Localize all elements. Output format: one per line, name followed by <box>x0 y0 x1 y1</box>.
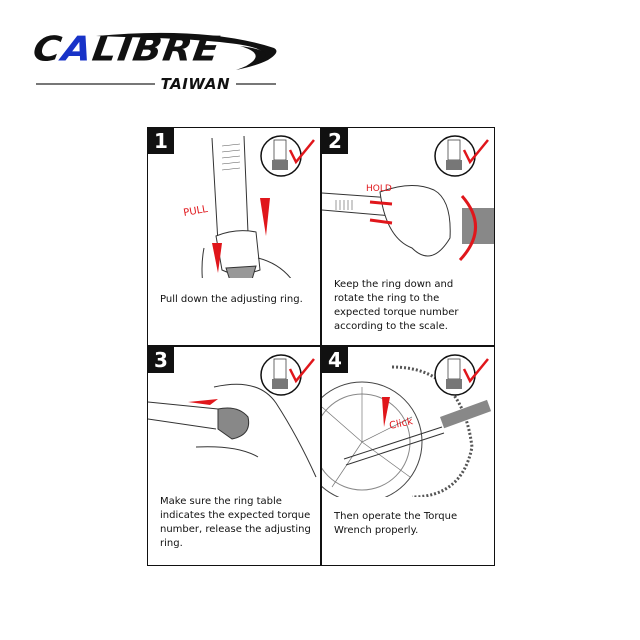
divider <box>148 345 494 347</box>
logo-swoosh-icon <box>96 32 277 70</box>
calibre-logo: CALIBRE TAIWAN <box>31 29 286 93</box>
release-ring-illustration-icon <box>148 354 317 478</box>
step-number: 1 <box>148 128 174 154</box>
divider <box>320 128 322 565</box>
instruction-grid: 1 PULL Pull down the adjusting ring. 2 <box>147 127 495 566</box>
step-4-panel: 4 Click Then operate the Torque Wrench p… <box>322 347 494 564</box>
svg-text:HOLD: HOLD <box>366 184 392 194</box>
divider <box>36 83 155 85</box>
hold-rotate-illustration-icon: HOLD <box>322 135 494 262</box>
operate-wrench-illustration-icon: Click <box>322 354 492 497</box>
logo-tagline: TAIWAN <box>36 74 276 94</box>
logo-subtitle: TAIWAN <box>160 75 230 93</box>
step-number: 4 <box>322 347 348 373</box>
divider <box>236 83 276 85</box>
step-number: 2 <box>322 128 348 154</box>
logo-wordmark: CALIBRE <box>30 29 223 69</box>
step-1-panel: 1 PULL Pull down the adjusting ring. <box>148 128 320 345</box>
step-caption: Pull down the adjusting ring. <box>160 294 303 305</box>
step-caption: Make sure the ring table indicates the e… <box>160 496 311 549</box>
step-caption: Keep the ring down and rotate the ring t… <box>334 279 459 332</box>
svg-text:Click: Click <box>388 416 414 432</box>
pull-ring-illustration-icon: PULL <box>183 135 315 278</box>
step-3-panel: 3 Make sure the ring table indicates the… <box>148 347 320 564</box>
step-caption: Then operate the Torque Wrench properly. <box>334 511 458 536</box>
step-number: 3 <box>148 347 174 373</box>
svg-text:PULL: PULL <box>183 204 209 219</box>
step-2-panel: 2 HOLD Keep the ring down and rotate the… <box>322 128 494 345</box>
